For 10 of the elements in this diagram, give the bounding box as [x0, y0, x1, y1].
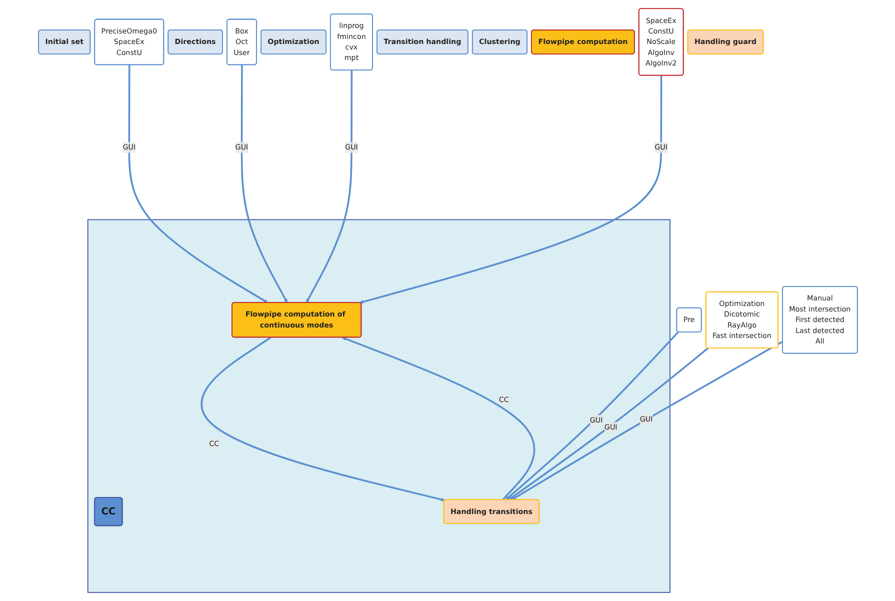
arrow	[508, 347, 708, 500]
arrow	[200, 336, 444, 502]
arrow	[306, 70, 352, 303]
arrow	[505, 331, 678, 500]
arrow	[128, 64, 268, 303]
arrow	[359, 76, 662, 304]
cluster	[86, 219, 670, 593]
arrow	[240, 64, 287, 303]
arrow	[511, 340, 783, 500]
arrow	[341, 336, 535, 500]
